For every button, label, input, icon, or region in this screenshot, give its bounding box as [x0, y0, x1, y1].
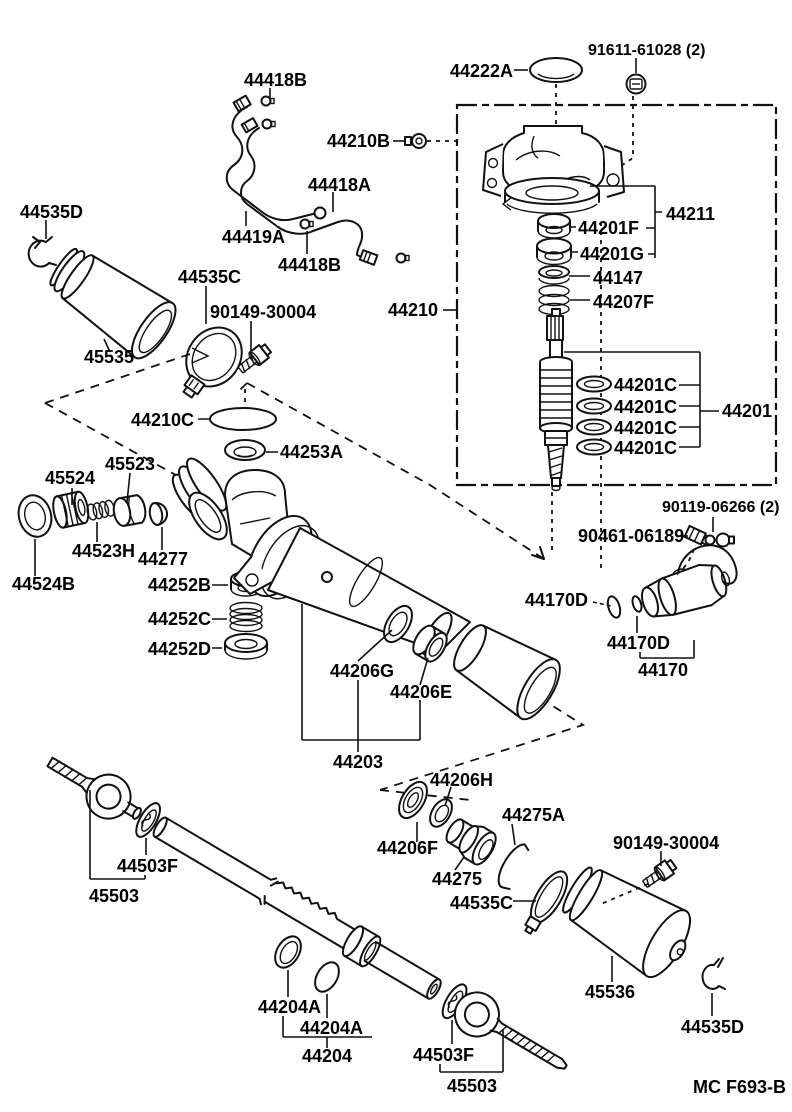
boot-clip-right — [701, 957, 726, 990]
dust-seal-cap — [514, 57, 583, 124]
rack-guide-parts — [17, 472, 168, 576]
part-label-44206H: 44206H — [430, 770, 493, 790]
part-label-90119: 90119-06266 (2) — [662, 499, 779, 516]
part-label-44201C-3: 44201C — [614, 418, 677, 438]
part-label-44204A-2: 44204A — [300, 1018, 363, 1038]
part-label-44535C-2: 44535C — [450, 893, 513, 913]
part-label-45523: 45523 — [105, 454, 155, 474]
part-label-44523H: 44523H — [72, 541, 135, 561]
part-label-44418B-1: 44418B — [244, 70, 307, 90]
part-label-44535D-1: 44535D — [20, 202, 83, 222]
part-label-44201C-4: 44201C — [614, 438, 677, 458]
union-bolt-44210B — [393, 133, 456, 149]
part-label-44203: 44203 — [333, 752, 383, 772]
housing-bracket — [301, 604, 429, 752]
part-label-90461: 90461-06189 — [578, 526, 684, 546]
gear-housing — [171, 457, 471, 657]
part-label-44201G: 44201G — [580, 244, 644, 264]
solenoid-valve — [592, 517, 738, 659]
part-label-44253A: 44253A — [280, 442, 343, 462]
control-valve-shaft-group — [536, 213, 573, 552]
part-label-44201C-2: 44201C — [614, 397, 677, 417]
pressure-feed-tubes — [225, 94, 410, 266]
rack-end-seal-group — [383, 604, 561, 721]
part-label-91611: 91611-61028 (2) — [588, 42, 705, 59]
dashed-assembly-box — [455, 103, 778, 570]
part-label-44524B: 44524B — [12, 574, 75, 594]
tube-union-nut — [313, 206, 327, 220]
part-label-44204A-1: 44204A — [258, 997, 321, 1017]
part-label-44419A: 44419A — [222, 227, 285, 247]
boot-clip-left — [27, 236, 57, 268]
part-label-45503-1: 45503 — [89, 886, 139, 906]
part-label-45535: 45535 — [84, 347, 134, 367]
clamp-bolt-right — [639, 856, 680, 892]
part-label-44206E: 44206E — [390, 682, 452, 702]
mount-oring — [314, 961, 340, 993]
part-label-44503F-1: 44503F — [117, 856, 178, 876]
part-label-44277: 44277 — [138, 549, 188, 569]
part-label-44210C: 44210C — [131, 410, 194, 430]
part-label-44201F: 44201F — [578, 218, 639, 238]
part-label-44252C: 44252C — [148, 609, 211, 629]
part-label-44170D-1: 44170D — [525, 590, 588, 610]
part-label-44418B-2: 44418B — [278, 255, 341, 275]
part-label-44207F: 44207F — [593, 292, 654, 312]
part-label-44170: 44170 — [638, 660, 688, 680]
part-label-90149-2: 90149-30004 — [613, 833, 719, 853]
part-label-44170D-2: 44170D — [607, 633, 670, 653]
part-label-44418A: 44418A — [308, 175, 371, 195]
part-label-44252B: 44252B — [148, 575, 211, 595]
part-label-90149-1: 90149-30004 — [210, 302, 316, 322]
part-label-44252D: 44252D — [148, 639, 211, 659]
part-label-44535D-2: 44535D — [681, 1017, 744, 1037]
part-label-44201C-1: 44201C — [614, 375, 677, 395]
part-label-44204: 44204 — [302, 1046, 352, 1066]
part-label-44147: 44147 — [593, 268, 643, 288]
rack-boot-left — [49, 247, 177, 360]
part-label-44210B: 44210B — [327, 131, 390, 151]
part-label-45503-2: 45503 — [447, 1076, 497, 1096]
part-label-44275A: 44275A — [502, 805, 565, 825]
valve-oring-set — [564, 185, 719, 456]
part-label-44503F-2: 44503F — [413, 1045, 474, 1065]
valve-body-bolt-91611 — [600, 58, 647, 180]
valve-housing — [482, 125, 625, 214]
inner-tie-rod-assembly — [46, 756, 568, 1070]
part-label-44535C-1: 44535C — [178, 267, 241, 287]
mount-grommet — [274, 935, 302, 969]
top-leaders — [45, 88, 334, 353]
part-label-44210: 44210 — [388, 300, 438, 320]
upper-oring-seal — [198, 407, 278, 461]
part-label-44222A: 44222A — [450, 61, 513, 81]
plug-44252C — [229, 601, 263, 633]
part-label-44211: 44211 — [666, 204, 715, 224]
rack-boot-right — [562, 866, 691, 979]
part-label-45536: 45536 — [585, 982, 635, 1002]
assembly-direction-dashes — [44, 351, 649, 905]
figure-code: MC F693-B — [693, 1077, 786, 1097]
part-label-45524: 45524 — [45, 468, 95, 488]
hose-clamp-left — [182, 326, 243, 399]
part-label-44201: 44201 — [722, 401, 772, 421]
part-label-44206G: 44206G — [330, 661, 394, 681]
leader-45536 — [611, 956, 713, 1016]
part-label-44275: 44275 — [432, 869, 482, 889]
rack-bushing-group — [398, 780, 569, 935]
bottom-leaders — [89, 790, 504, 1073]
part-label-44206F: 44206F — [377, 838, 438, 858]
